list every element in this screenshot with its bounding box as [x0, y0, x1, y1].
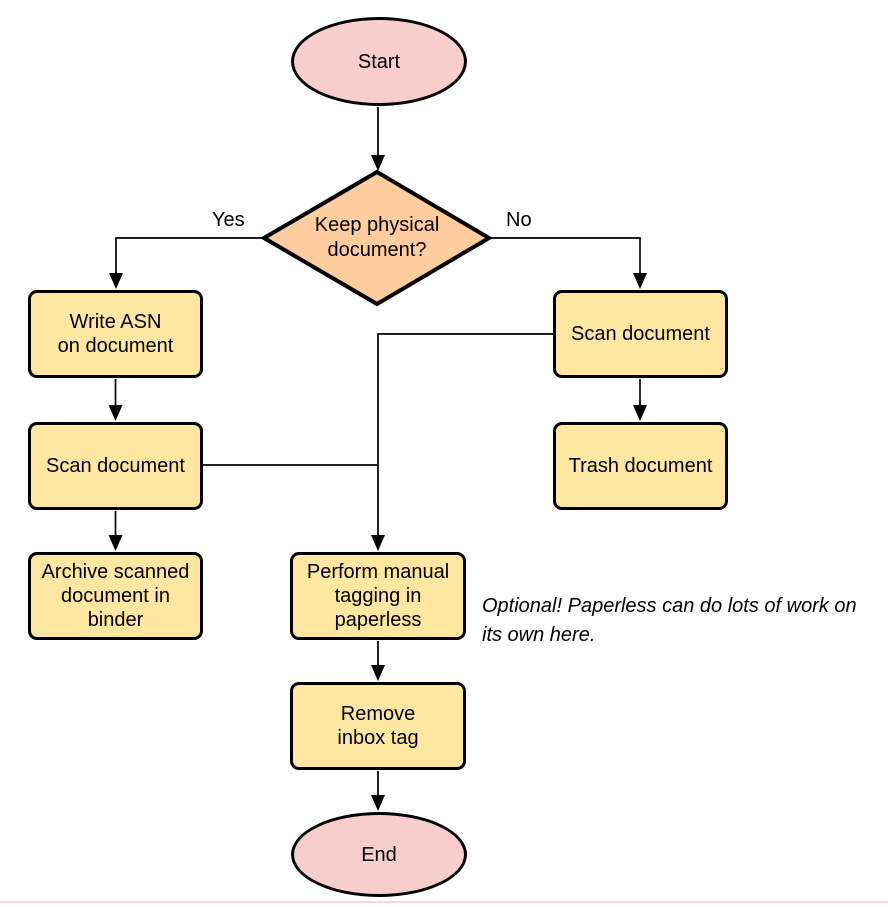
node-scan-document-right-label: Scan document [571, 323, 710, 345]
decision-shape [260, 169, 493, 307]
node-scan-document-left: Scan document [28, 422, 203, 510]
node-archive-binder-label: Archive scanned document in binder [41, 561, 190, 631]
node-decision-label: Keep physical document? [314, 214, 440, 261]
node-scan-document-left-label: Scan document [46, 455, 185, 477]
node-decision: Keep physical document? [267, 210, 487, 266]
node-start: Start [291, 17, 467, 106]
edge-label-no: No [506, 209, 532, 231]
node-write-asn: Write ASN on document [28, 290, 203, 378]
node-remove-inbox-tag: Remove inbox tag [290, 682, 466, 770]
edge-decision-no-scan-right [489, 237, 647, 289]
node-remove-inbox-tag-label: Remove inbox tag [337, 703, 419, 749]
edge-scan-right-tagging [371, 333, 553, 551]
optional-note: Optional! Paperless can do lots of work … [482, 595, 857, 646]
edge-label-yes: Yes [212, 209, 245, 231]
node-manual-tagging: Perform manual tagging in paperless [290, 552, 466, 640]
bottom-divider [0, 901, 888, 903]
node-end-label: End [361, 843, 397, 866]
node-end: End [291, 812, 467, 897]
node-manual-tagging-label: Perform manual tagging in paperless [306, 561, 450, 631]
node-trash-document-label: Trash document [568, 455, 713, 477]
node-write-asn-label: Write ASN on document [57, 311, 174, 357]
node-start-label: Start [357, 50, 401, 73]
edge-decision-yes-write-asn [109, 237, 264, 289]
node-trash-document: Trash document [553, 422, 728, 510]
node-scan-document-right: Scan document [553, 290, 728, 378]
node-archive-binder: Archive scanned document in binder [28, 552, 203, 640]
